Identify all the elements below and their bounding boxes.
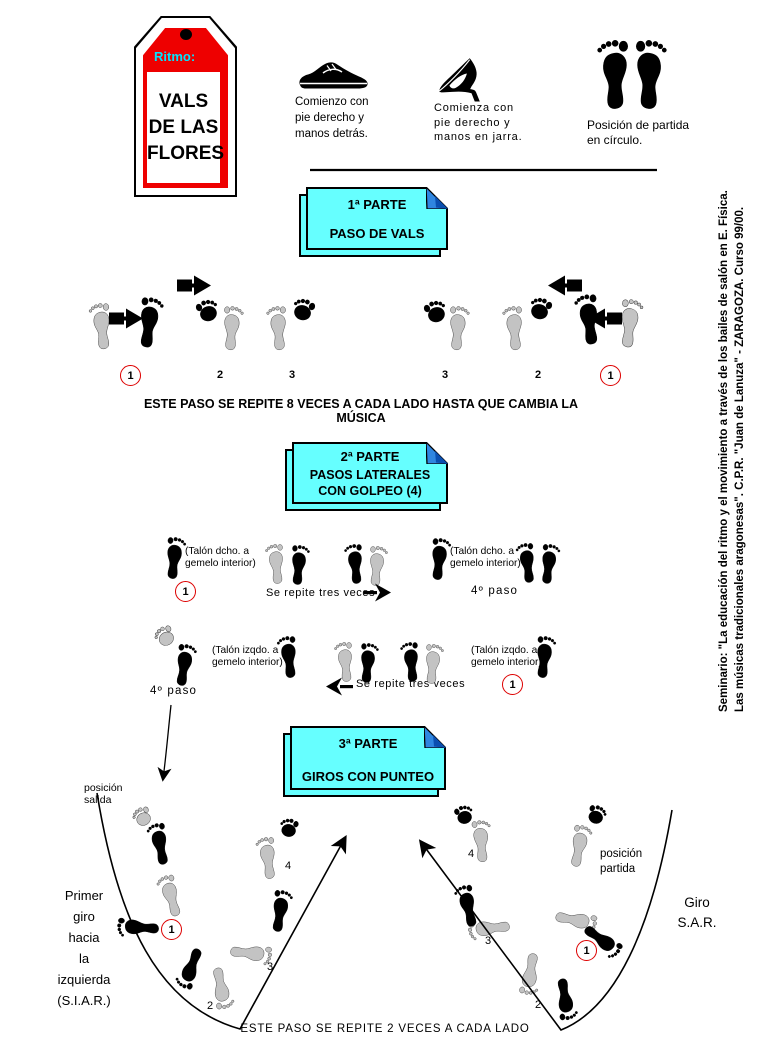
footprint-icon xyxy=(173,944,207,992)
toeprint-icon xyxy=(585,802,608,827)
tag-ritmo-label: Ritmo: xyxy=(154,49,196,64)
part3-title: 3ª PARTE xyxy=(338,736,398,751)
step-number-circled: 1 xyxy=(175,581,196,602)
footprint-icon xyxy=(221,304,244,352)
footprint-icon xyxy=(501,305,524,351)
footprint-icon xyxy=(209,965,236,1011)
footprint-icon xyxy=(573,293,602,346)
footprint-icon xyxy=(634,38,667,111)
footprint-icon xyxy=(276,635,299,679)
feet-caption: Posición de partida en círculo. xyxy=(587,118,690,147)
toeprint-icon xyxy=(194,295,221,324)
toeprint-icon xyxy=(151,623,178,650)
heel-right-label: (Talón dcho. a gemelo interior) xyxy=(185,546,256,569)
footprint-icon xyxy=(428,536,452,582)
footprint-icon xyxy=(343,543,365,585)
footprint-icon xyxy=(116,917,160,940)
heel-right-label: (Talón dcho. a gemelo interior) xyxy=(450,546,521,569)
repeat-label: Se repite tres veces xyxy=(356,678,466,690)
footprint-icon xyxy=(554,977,579,1022)
note-sheet: 2ª PARTE PASOS LATERALES CON GOLPEO (4) xyxy=(292,442,448,504)
footprint-icon xyxy=(533,634,557,680)
footprint-icon xyxy=(423,642,445,685)
tag-title: VALS DE LAS FLORES xyxy=(147,72,225,183)
heel-left-label: (Talón izqdo. a gemelo interior) xyxy=(212,645,283,668)
dress-shoe-icon xyxy=(299,62,368,89)
toeprint-icon xyxy=(422,296,449,325)
footprint-icon xyxy=(470,818,494,864)
part2-title: 2ª PARTE xyxy=(340,449,400,464)
shoe-caption: Comienzo con pie derecho y manos detrás. xyxy=(295,96,369,140)
footprint-icon xyxy=(254,836,279,880)
fourth-step-label: 4º paso xyxy=(471,585,519,597)
footprint-icon xyxy=(155,873,184,919)
part3-subtitle: GIROS CON PUNTEO xyxy=(301,769,435,784)
fourth-step-label: 4º paso xyxy=(150,685,198,697)
footprint-icon xyxy=(566,823,593,870)
footprint-icon xyxy=(515,542,537,584)
footprint-icon xyxy=(447,304,470,352)
part1-note: 1ª PARTE PASO DE VALS xyxy=(299,187,448,257)
footprint-icon xyxy=(538,542,561,586)
step-number: 2 xyxy=(534,369,542,381)
tag-hole xyxy=(180,29,192,40)
tag-title-line1: VALS xyxy=(158,90,209,112)
part1-subtitle: PASO DE VALS xyxy=(329,226,425,241)
part2-subtitle1: PASOS LATERALES xyxy=(309,468,431,482)
tag-title-line3: FLORES xyxy=(147,142,225,164)
footprint-icon xyxy=(268,888,294,935)
step-number-circled: 1 xyxy=(120,365,141,386)
step-number: 3 xyxy=(288,369,296,381)
footprint-icon xyxy=(452,883,481,929)
high-heel-icon xyxy=(438,58,480,102)
part1-caption: ESTE PASO SE REPITE 8 VECES A CADA LADO … xyxy=(143,397,579,425)
footprint-icon xyxy=(358,641,380,684)
heel-caption: Comienza con pie derecho y manos en jarr… xyxy=(434,102,523,143)
footprint-icon xyxy=(578,920,626,962)
step-number: 3 xyxy=(441,369,449,381)
toeprint-icon xyxy=(278,816,300,839)
step-number-circled: 1 xyxy=(502,674,523,695)
part1-title: 1ª PARTE xyxy=(347,197,407,212)
footprint-icon xyxy=(617,297,644,350)
repeat-label: Se repite tres veces xyxy=(266,587,376,599)
folded-corner-icon xyxy=(426,187,448,209)
footprint-icon xyxy=(88,302,113,351)
toeprint-icon xyxy=(526,294,554,322)
step-number: 2 xyxy=(216,369,224,381)
part2-note: 2ª PARTE PASOS LATERALES CON GOLPEO (4) xyxy=(285,442,448,511)
toeprint-icon xyxy=(289,295,317,323)
note-sheet: 3ª PARTE GIROS CON PUNTEO xyxy=(290,726,446,790)
step-number-circled: 1 xyxy=(600,365,621,386)
footprint-icon xyxy=(399,641,421,683)
footprint-icon xyxy=(265,305,288,351)
heel-left-label: (Talón izqdo. a gemelo interior) xyxy=(471,645,542,668)
part3-note: 3ª PARTE GIROS CON PUNTEO xyxy=(283,726,446,797)
ritmo-tag: Ritmo: VALS DE LAS FLORES xyxy=(134,16,237,197)
footprint-icon xyxy=(264,543,286,585)
footprint-icon xyxy=(289,543,311,586)
footprint-icon xyxy=(145,821,172,867)
footprint-icon xyxy=(333,641,355,683)
note-sheet: 1ª PARTE PASO DE VALS xyxy=(306,187,448,250)
footprint-icon xyxy=(172,642,198,689)
folded-corner-icon xyxy=(426,442,448,464)
part2-subtitle2: CON GOLPEO (4) xyxy=(318,484,422,498)
folded-corner-icon xyxy=(424,726,446,748)
footprint-icon xyxy=(228,942,274,966)
footprint-icon xyxy=(518,952,545,997)
footprint-icon xyxy=(163,535,187,581)
tag-title-line2: DE LAS xyxy=(148,116,219,138)
right-turn-label: Giro S.A.R. xyxy=(677,895,717,930)
footprint-icon xyxy=(367,544,389,587)
footprint-icon xyxy=(135,295,164,350)
footprint-icon xyxy=(597,39,629,110)
